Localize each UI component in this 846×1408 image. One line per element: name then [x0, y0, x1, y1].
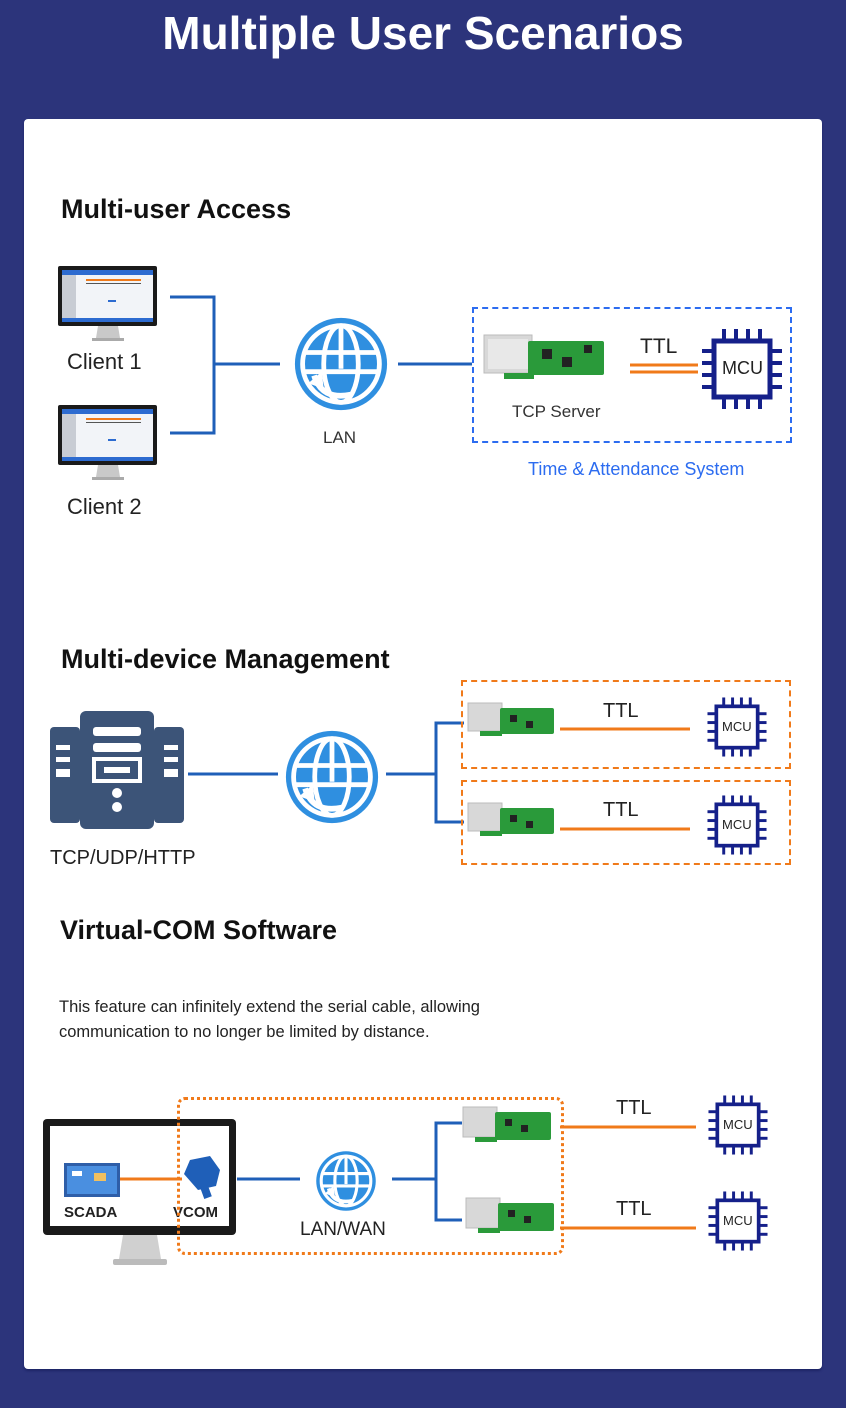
monitor-icon [58, 405, 157, 480]
section-heading-multi-user: Multi-user Access [61, 194, 292, 224]
scada-label: SCADA [64, 1204, 118, 1221]
tcp-server-label: TCP Server [512, 402, 601, 421]
page-title: Multiple User Scenarios [162, 7, 684, 59]
server-icon [50, 711, 184, 829]
lan-wan-label: LAN/WAN [300, 1219, 386, 1240]
globe-network-icon [316, 1151, 376, 1211]
scada-screen-icon [64, 1163, 120, 1197]
mcu-label: MCU [722, 817, 752, 832]
scada-vcom-link [120, 1177, 182, 1181]
ttl-label: TTL [640, 335, 678, 358]
section-heading-multi-device: Multi-device Management [61, 644, 390, 674]
mcu-chip-icon [702, 329, 782, 409]
mcu-label: MCU [722, 358, 763, 378]
description-line-1: This feature can infinitely extend the s… [59, 998, 480, 1016]
client-1-label: Client 1 [67, 349, 142, 374]
serial-ethernet-module-icon [467, 702, 554, 736]
mcu-chip-icon [707, 795, 767, 855]
device-group-1 [461, 680, 791, 769]
time-attendance-group [472, 307, 792, 443]
ttl-label: TTL [603, 700, 639, 722]
globe-network-icon [294, 317, 388, 411]
serial-ethernet-module-icon [483, 334, 604, 379]
monitor-icon [58, 266, 157, 341]
vcom-label: VCOM [173, 1204, 218, 1221]
db9-connector-icon [184, 1156, 220, 1200]
ttl-label: TTL [616, 1097, 652, 1119]
section-heading-virtual-com: Virtual-COM Software [60, 915, 338, 945]
group-caption: Time & Attendance System [528, 459, 745, 479]
ttl-double-line [630, 363, 698, 374]
feature-description: This feature can infinitely extend the s… [59, 995, 480, 1045]
virtual-com-group [177, 1097, 564, 1255]
server-protocol-label: TCP/UDP/HTTP [50, 847, 196, 869]
description-line-2: communication to no longer be limited by… [59, 1023, 430, 1041]
mcu-chip-icon [708, 1191, 768, 1251]
device-group-2 [461, 780, 791, 865]
serial-ethernet-module-icon [465, 1197, 554, 1233]
mcu-label: MCU [723, 1117, 753, 1132]
serial-ethernet-module-icon [467, 802, 554, 836]
network-link-lines [188, 721, 464, 824]
ttl-line [560, 827, 690, 831]
globe-network-icon [285, 730, 379, 824]
serial-ethernet-module-icon [462, 1106, 551, 1142]
client-2-label: Client 2 [67, 494, 142, 519]
mcu-chip-icon [708, 1095, 768, 1155]
network-link-lines [237, 1121, 696, 1230]
lan-label: LAN [323, 428, 357, 447]
mcu-chip-icon [707, 697, 767, 757]
ttl-label: TTL [603, 799, 639, 821]
ttl-line [560, 727, 690, 731]
network-link-lines [170, 295, 472, 435]
ttl-label: TTL [616, 1198, 652, 1220]
mcu-label: MCU [723, 1213, 753, 1228]
mcu-label: MCU [722, 719, 752, 734]
